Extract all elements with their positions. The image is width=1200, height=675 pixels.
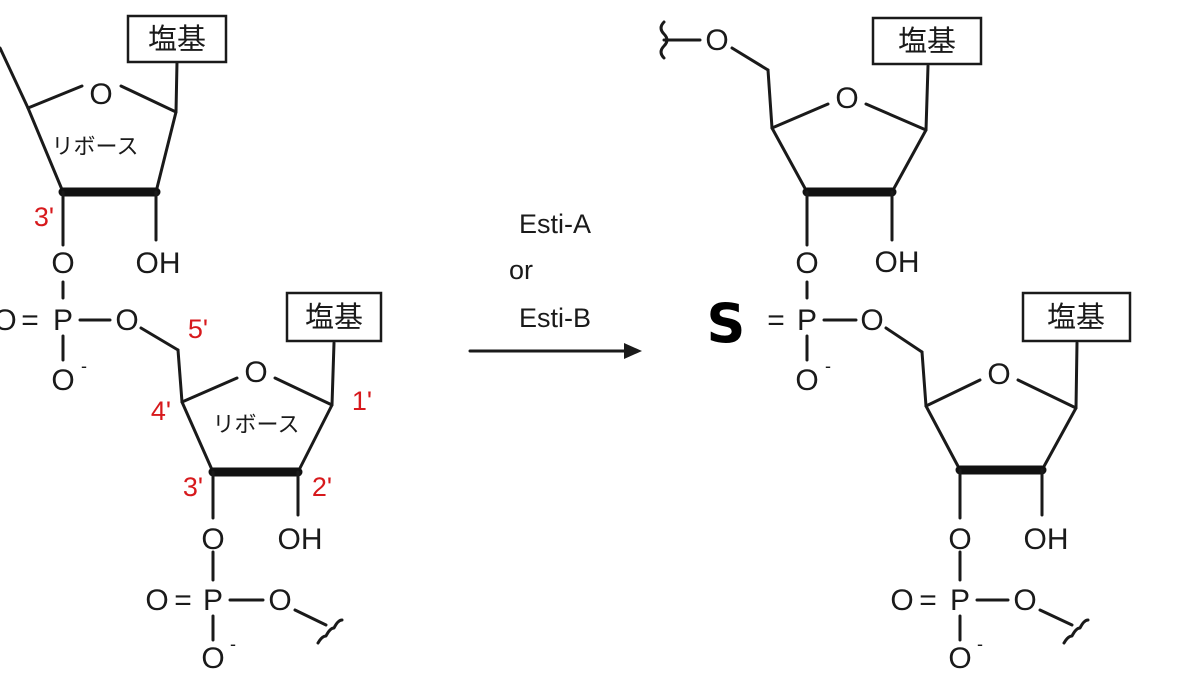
ring-oxygen: O <box>987 358 1010 391</box>
negative-charge: - <box>230 634 236 654</box>
phosphorus: P <box>53 304 73 337</box>
base-box <box>126 14 228 64</box>
negative-charge: - <box>977 634 983 654</box>
bridging-oxygen: O <box>860 304 883 337</box>
base-label: 塩基 <box>1047 300 1105 334</box>
sulfur-atom: S <box>707 292 746 355</box>
phosphorus: P <box>203 584 223 617</box>
ring-oxygen: O <box>244 356 267 389</box>
negative-charge: - <box>81 356 87 376</box>
ester-oxygen: O <box>51 247 74 280</box>
linking-oxygen: O <box>705 24 728 57</box>
bridging-oxygen: O <box>1013 584 1036 617</box>
product-rna: O O 塩基 OH O S = P O O - <box>659 16 1132 675</box>
position-5-prime: 5' <box>188 314 208 344</box>
double-bond-oxygen: O <box>0 304 17 337</box>
phosphate-linkage-left: O = P O O - 5' <box>0 304 208 397</box>
base-label: 塩基 <box>305 300 363 334</box>
anionic-oxygen: O <box>948 642 971 675</box>
ribose-label: リボース <box>52 135 139 160</box>
double-bond-sign: = <box>174 584 192 617</box>
lower-nucleotide-left: O リボース 塩基 4' 1' 3' 2' OH O <box>151 291 383 582</box>
starting-rna: O リボース 塩基 3' OH O O = P O O - 5' <box>0 14 383 675</box>
bridging-oxygen: O <box>268 584 291 617</box>
reaction-arrow-group: Esti-A or Esti-B <box>468 209 642 359</box>
reagent-b: Esti-B <box>519 303 591 333</box>
position-3-prime: 3' <box>34 202 54 232</box>
hydroxyl: OH <box>136 247 181 280</box>
hydroxyl: OH <box>875 246 920 279</box>
anionic-oxygen: O <box>795 364 818 397</box>
position-4-prime: 4' <box>151 396 171 426</box>
phosphorus: P <box>797 304 817 337</box>
position-1-prime: 1' <box>352 386 372 416</box>
base-box <box>871 16 983 66</box>
ester-oxygen: O <box>201 523 224 556</box>
ring-oxygen: O <box>89 78 112 111</box>
ribose-label: リボース <box>213 413 300 438</box>
double-bond-sign: = <box>767 304 785 337</box>
position-2-prime: 2' <box>312 472 332 502</box>
base-label: 塩基 <box>898 24 956 58</box>
hydroxyl: OH <box>1024 523 1069 556</box>
reagent-a: Esti-A <box>519 209 591 239</box>
double-bond-sign: = <box>21 304 39 337</box>
negative-charge: - <box>825 356 831 376</box>
terminal-phosphate-left: O = P O O - <box>145 584 344 675</box>
base-box <box>285 291 383 343</box>
lower-nucleotide-right: O 塩基 OH O <box>920 291 1132 582</box>
ester-oxygen: O <box>948 523 971 556</box>
ester-oxygen: O <box>795 247 818 280</box>
upper-nucleotide-right: O O 塩基 OH O <box>659 16 983 300</box>
double-bond-oxygen: O <box>145 584 168 617</box>
anionic-oxygen: O <box>51 364 74 397</box>
double-bond-sign: = <box>919 584 937 617</box>
anionic-oxygen: O <box>201 642 224 675</box>
hydroxyl: OH <box>278 523 323 556</box>
base-label: 塩基 <box>148 22 206 56</box>
position-3-prime: 3' <box>183 472 203 502</box>
ring-oxygen: O <box>835 82 858 115</box>
reagent-connector: or <box>509 255 533 285</box>
phosphorus: P <box>950 584 970 617</box>
upper-nucleotide-left: O リボース 塩基 3' OH O <box>0 14 228 300</box>
bridging-oxygen: O <box>115 304 138 337</box>
phosphorothioate-linkage: S = P O O - <box>707 292 924 397</box>
base-box <box>1021 291 1132 343</box>
arrow-head-icon <box>624 343 642 359</box>
double-bond-oxygen: O <box>890 584 913 617</box>
terminal-phosphate-right: O = P O O - <box>890 584 1090 675</box>
